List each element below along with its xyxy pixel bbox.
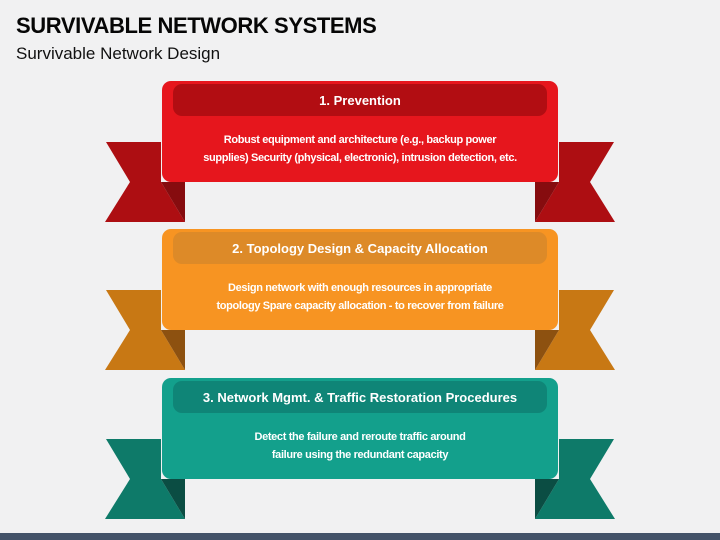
ribbon-network-mgmt: 3. Network Mgmt. & Traffic Restoration P… xyxy=(0,378,720,523)
ribbon-tails xyxy=(105,290,615,370)
ribbon-title: 3. Network Mgmt. & Traffic Restoration P… xyxy=(202,389,518,405)
title-block: SURVIVABLE NETWORK SYSTEMS Survivable Ne… xyxy=(16,13,377,64)
ribbon-fold-right xyxy=(535,479,559,519)
ribbon-body-line: supplies) Security (physical, electronic… xyxy=(203,152,517,164)
ribbon-body: Robust equipment and architecture (e.g.,… xyxy=(164,116,556,182)
footer-bar xyxy=(0,533,720,540)
ribbon-tail-left xyxy=(105,439,185,519)
ribbon-body-line: failure using the redundant capacity xyxy=(271,449,449,461)
page-subtitle: Survivable Network Design xyxy=(16,44,221,63)
ribbon-body-line: Robust equipment and architecture (e.g.,… xyxy=(223,134,497,146)
ribbon-topology-design: 2. Topology Design & Capacity Allocation… xyxy=(0,229,720,374)
ribbon-body-line: topology Spare capacity allocation - to … xyxy=(216,300,504,312)
ribbon-fold-left xyxy=(161,479,185,519)
ribbon-title-band: 2. Topology Design & Capacity Allocation xyxy=(173,232,547,264)
ribbon-body: Detect the failure and reroute traffic a… xyxy=(164,413,556,479)
ribbon-tail-left xyxy=(105,290,185,370)
ribbon-fold-left xyxy=(161,182,185,222)
ribbon-fold-right xyxy=(535,182,559,222)
ribbon-tails xyxy=(105,439,615,519)
ribbon-banner: 3. Network Mgmt. & Traffic Restoration P… xyxy=(162,378,558,479)
ribbon-tail-right xyxy=(535,290,615,370)
ribbon-body-line: Design network with enough resources in … xyxy=(228,282,492,294)
ribbon-tail-right xyxy=(535,142,615,222)
ribbon-title-band: 3. Network Mgmt. & Traffic Restoration P… xyxy=(173,381,547,413)
ribbon-title: 2. Topology Design & Capacity Allocation xyxy=(232,240,488,256)
ribbon-tail-right xyxy=(535,439,615,519)
ribbon-tail-left xyxy=(105,142,185,222)
ribbon-title: 1. Prevention xyxy=(319,92,401,108)
ribbon-prevention: 1. Prevention Robust equipment and archi… xyxy=(0,81,720,226)
ribbon-body: Design network with enough resources in … xyxy=(164,264,556,330)
ribbon-title-band: 1. Prevention xyxy=(173,84,547,116)
ribbon-banner: 1. Prevention Robust equipment and archi… xyxy=(162,81,558,182)
ribbon-banner: 2. Topology Design & Capacity Allocation… xyxy=(162,229,558,330)
ribbon-fold-right xyxy=(535,330,559,370)
page-title: SURVIVABLE NETWORK SYSTEMS xyxy=(16,13,377,38)
ribbon-body-line: Detect the failure and reroute traffic a… xyxy=(254,431,466,443)
ribbon-tails xyxy=(105,142,615,222)
ribbon-fold-left xyxy=(161,330,185,370)
